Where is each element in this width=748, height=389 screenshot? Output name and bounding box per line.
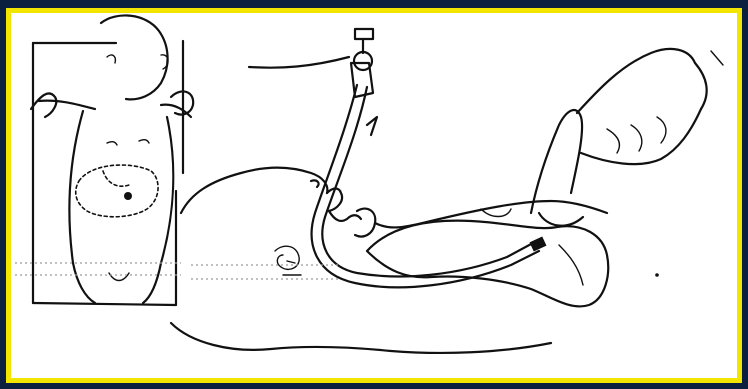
inset-left-shoulder [39,101,95,109]
inset-left-nipple [107,142,117,145]
hand-cuff-mark [711,51,723,65]
pointing-finger [531,110,582,213]
endoscope-light-cable [249,57,349,68]
infant-eye [311,180,319,187]
endoscope-valve [367,117,377,135]
inset-right-shoulder [161,105,191,117]
inset-stomach-curvature [103,171,129,186]
inset-left-hand [31,93,56,117]
infant-mouth [329,211,361,221]
main-infant-side-view [171,29,723,353]
inset-right-nipple [139,140,149,143]
stray-dot [655,273,659,277]
endoscope-tube-inner [322,87,533,276]
inset-shading-lines [15,263,181,275]
inset-torso-right-side [161,117,173,263]
infant-chin [355,209,375,237]
hand-upper-contour [577,49,695,113]
inset-right-leg [143,263,161,303]
main-shading-lines [191,265,341,279]
hand-wrist [695,63,707,109]
inset-groin [109,273,129,281]
stomach-inner-fold [559,245,583,285]
medical-line-drawing [11,13,737,378]
hand-finger-creases [607,117,666,153]
inset-infant-front-view [15,15,193,305]
abdomen-indentation [539,213,583,226]
inset-transillumination-point [124,192,132,200]
inset-left-leg [73,263,95,303]
infant-back-contour [171,323,551,353]
endoscope-eyepiece [355,29,373,39]
inset-stomach-outline [76,165,158,217]
infant-head-profile [181,168,327,213]
inset-cheek [107,55,115,63]
inset-head-outline [101,15,168,99]
illustration-canvas [6,8,742,383]
endoscope-tip [530,237,547,252]
infant-ear [275,246,299,269]
endoscope-control-knob [354,52,372,70]
